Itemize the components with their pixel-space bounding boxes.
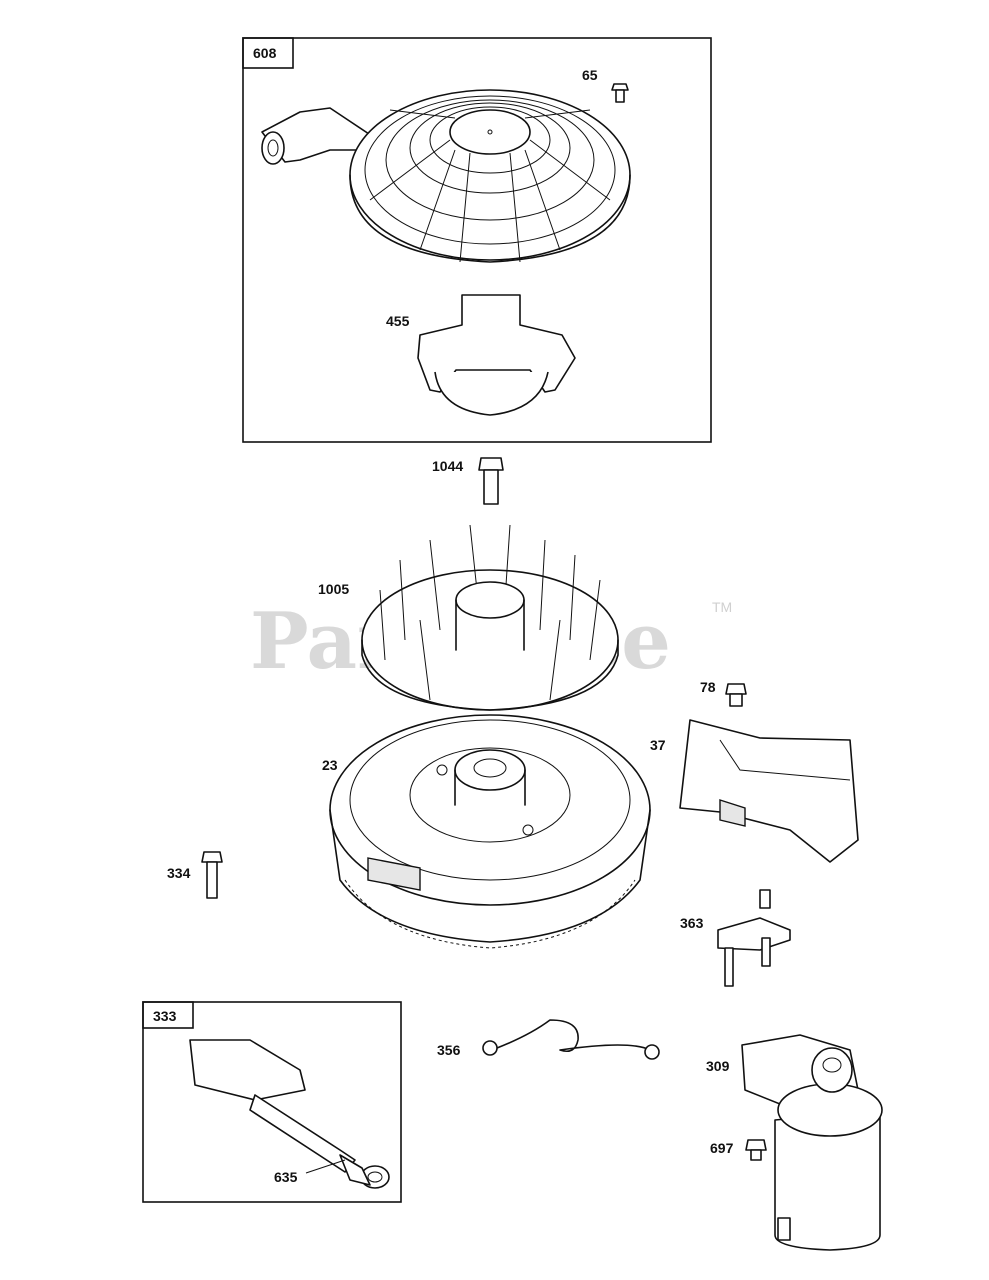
part-label-697[interactable]: 697 [710,1140,734,1156]
recoil-starter-drawing [261,89,631,263]
part-label-309[interactable]: 309 [706,1058,730,1074]
bolt-78 [725,683,747,707]
group-box-ignition-kit: 333 [142,1001,402,1203]
starter-motor-309-drawing [741,1034,883,1251]
ground-wire-356-drawing [482,1019,660,1060]
group-box-recoil-starter: 608 [242,37,712,443]
part-label-635[interactable]: 635 [274,1169,298,1185]
bolt-1044 [478,457,504,505]
part-label-363[interactable]: 363 [680,915,704,931]
part-label-37[interactable]: 37 [650,737,666,753]
watermark-trademark: TM [712,599,732,615]
shroud-37-drawing [679,719,859,863]
bolt-334 [201,851,223,899]
part-label-1044[interactable]: 1044 [432,458,463,474]
ignition-coil-drawing [189,1039,390,1189]
bolt-697 [745,1139,767,1161]
part-label-23[interactable]: 23 [322,757,338,773]
fan-1005-drawing [361,524,619,711]
part-label-356[interactable]: 356 [437,1042,461,1058]
part-label-78[interactable]: 78 [700,679,716,695]
part-label-65[interactable]: 65 [582,67,598,83]
part-label-455[interactable]: 455 [386,313,410,329]
bracket-363-drawing [717,889,791,987]
bolt-65 [611,83,629,103]
part-label-334[interactable]: 334 [167,865,191,881]
group-label-608[interactable]: 608 [253,45,277,61]
leader-635 [305,1159,346,1174]
part-455-drawing [417,294,576,416]
part-label-1005[interactable]: 1005 [318,581,349,597]
flywheel-23-drawing [329,714,651,949]
group-label-333[interactable]: 333 [153,1008,177,1024]
